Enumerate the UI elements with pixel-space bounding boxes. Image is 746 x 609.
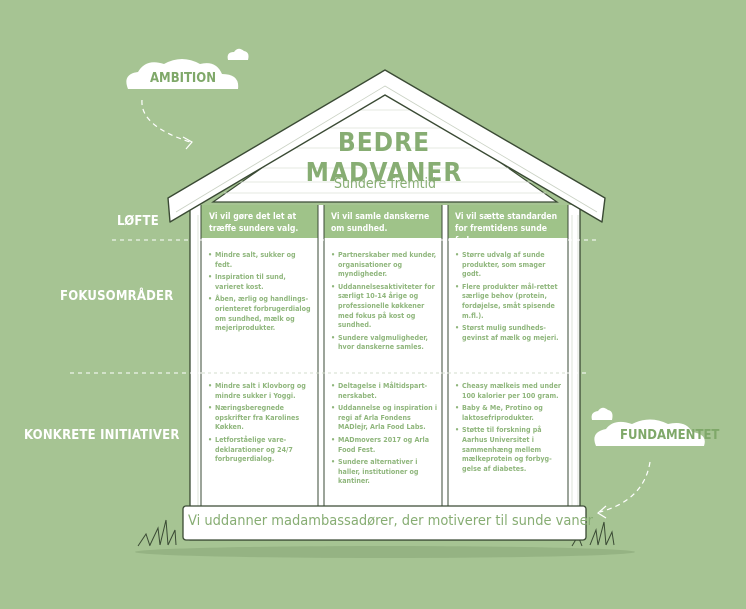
list-item: Deltagelse i Måltidspart-nerskabet.	[331, 381, 439, 400]
column-3-fokus-list: Større udvalg af sunde produkter, som sm…	[455, 250, 565, 345]
foundation-slab	[182, 505, 587, 541]
column-1-heading: Vi vil gøre det let at træffe sundere va…	[209, 212, 299, 234]
ambition-label: AMBITION	[150, 71, 217, 86]
list-item: Uddannelse og inspiration i regi af Arla…	[331, 403, 439, 432]
list-item: Baby & Me, Protino og laktosefriprodukte…	[455, 403, 565, 422]
pillar-dividers	[200, 205, 569, 508]
column-3-header-bg	[448, 205, 568, 238]
fundament-cloud-small-icon	[591, 407, 613, 420]
list-item: Åben, ærlig og handlings-orienteret forb…	[208, 294, 314, 332]
fundament-cloud-icon	[594, 419, 705, 446]
column-2-heading: Vi vil samle danskerne om sundhed.	[331, 212, 430, 234]
diagram-title: BEDRE MADVANER	[305, 128, 463, 188]
list-item: Cheasy mælkeis med under 100 kalorier pe…	[455, 381, 565, 400]
column-3-initiativer-list: Cheasy mælkeis med under 100 kalorier pe…	[455, 381, 565, 476]
column-2-initiativer-list: Deltagelse i Måltidspart-nerskabet. Udda…	[331, 381, 439, 489]
roof	[167, 69, 606, 223]
column-1-initiativer-list: Mindre salt i Klovborg og mindre sukker …	[208, 381, 314, 467]
list-item: MADmovers 2017 og Arla Food Fest.	[331, 435, 439, 454]
column-2-fokus-list: Partnerskaber med kunder, organisationer…	[331, 250, 439, 355]
list-item: Mindre salt i Klovborg og mindre sukker …	[208, 381, 314, 400]
list-item: Mindre salt, sukker og fedt.	[208, 250, 314, 269]
wall-planks	[197, 215, 579, 535]
diagram-subtitle: Sundere fremtid	[333, 176, 437, 192]
row-label-fokus: FOKUSOMRÅDER	[60, 289, 174, 304]
row-label-initiativer: KONKRETE INITIATIVER	[24, 428, 180, 443]
column-2-header-bg	[324, 205, 442, 238]
fundament-label: FUNDAMENTET	[620, 428, 720, 443]
roof-line	[175, 85, 598, 213]
list-item: Sundere valgmuligheder, hvor danskerne s…	[331, 333, 439, 352]
fundament-arrow	[599, 461, 651, 513]
foundation-text: Vi uddanner madambassadører, der motiver…	[188, 513, 594, 529]
ambition-arrowhead-icon	[182, 136, 193, 150]
ambition-cloud-small-icon	[227, 48, 249, 60]
list-item: Inspiration til sund, varieret kost.	[208, 272, 314, 291]
list-item: Næringsberegnede opskrifter fra Karoline…	[208, 403, 314, 432]
column-3-heading: Vi vil sætte standarden for fremtidens s…	[455, 212, 558, 246]
list-item: Større udvalg af sunde produkter, som sm…	[455, 250, 565, 279]
grass-left-icon	[137, 519, 177, 547]
list-item: Størst mulig sundheds-gevinst af mælk og…	[455, 323, 565, 342]
ground-shadow	[135, 546, 635, 558]
list-item: Støtte til forskning på Aarhus Universit…	[455, 425, 565, 473]
ambition-cloud-icon	[126, 59, 239, 89]
list-item: Flere produkter mål-rettet særlige behov…	[455, 282, 565, 320]
list-item: Letforståelige vare-deklarationer og 24/…	[208, 435, 314, 464]
list-item: Partnerskaber med kunder, organisationer…	[331, 250, 439, 279]
row-label-loefte: LØFTE	[117, 214, 159, 229]
column-1-header-bg	[201, 205, 318, 238]
list-item: Sundere alternativer i haller, instituti…	[331, 457, 439, 486]
grass-right-icon	[571, 521, 615, 547]
column-1-fokus-list: Mindre salt, sukker og fedt. Inspiration…	[208, 250, 314, 336]
ambition-arrow	[141, 99, 191, 143]
fundament-arrowhead-icon	[596, 505, 607, 519]
gable-planks	[224, 109, 546, 194]
list-item: Uddannelsesaktiviteter for særligt 10-14…	[331, 282, 439, 330]
